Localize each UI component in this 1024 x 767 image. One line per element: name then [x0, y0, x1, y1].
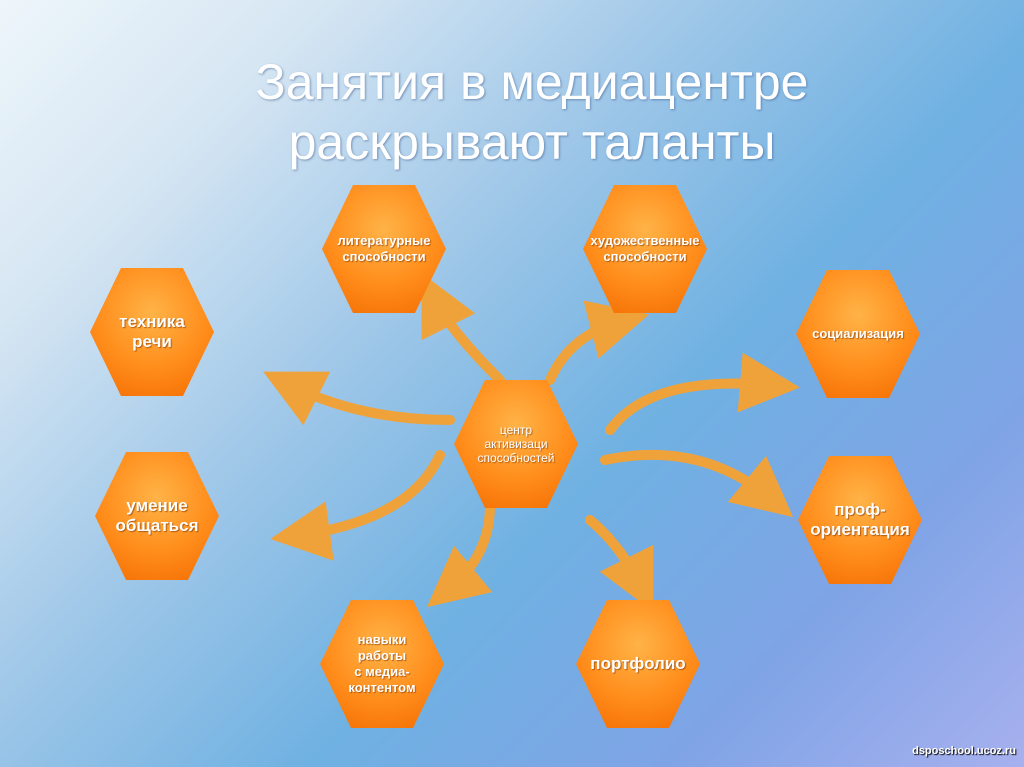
- arrow-to-career: [600, 449, 794, 518]
- hex-portfolio: портфолио: [576, 600, 700, 728]
- arrow-to-media: [426, 500, 495, 608]
- hex-career-label: проф- ориентация: [810, 500, 910, 539]
- hex-literary: литературные способности: [322, 185, 446, 313]
- hex-media: навыки работы с медиа- контентом: [320, 600, 444, 728]
- hex-career: проф- ориентация: [798, 456, 922, 584]
- page-title: Занятия в медиацентре раскрывают таланты: [0, 52, 1024, 172]
- arrow-to-literary: [421, 273, 505, 385]
- source-url: dsposchool.ucoz.ru: [912, 745, 1016, 757]
- hex-communicate-label: умение общаться: [115, 496, 199, 535]
- hex-speech-label: техника речи: [119, 312, 185, 351]
- hex-literary-label: литературные способности: [337, 233, 431, 264]
- hex-communicate: умение общаться: [95, 452, 219, 580]
- arrow-to-communicate: [270, 450, 445, 561]
- hex-artistic-label: художественные способности: [590, 233, 700, 264]
- hex-speech: техника речи: [90, 268, 214, 396]
- hex-social: социализация: [796, 270, 920, 398]
- hex-social-label: социализация: [812, 326, 904, 341]
- arrow-to-social: [605, 352, 800, 435]
- arrow-to-portfolio: [585, 515, 654, 612]
- hex-portfolio-label: портфолио: [590, 654, 686, 673]
- hex-center: центр активизаци способностей: [454, 380, 578, 508]
- hex-center-label: центр активизаци способностей: [477, 423, 555, 465]
- title-line-1: Занятия в медиацентре: [255, 54, 809, 110]
- arrow-to-artistic: [545, 300, 650, 385]
- hex-media-label: навыки работы с медиа- контентом: [348, 632, 416, 695]
- arrow-to-speech: [263, 371, 455, 426]
- hex-artistic: художественные способности: [583, 185, 707, 313]
- title-line-2: раскрывают таланты: [288, 114, 776, 170]
